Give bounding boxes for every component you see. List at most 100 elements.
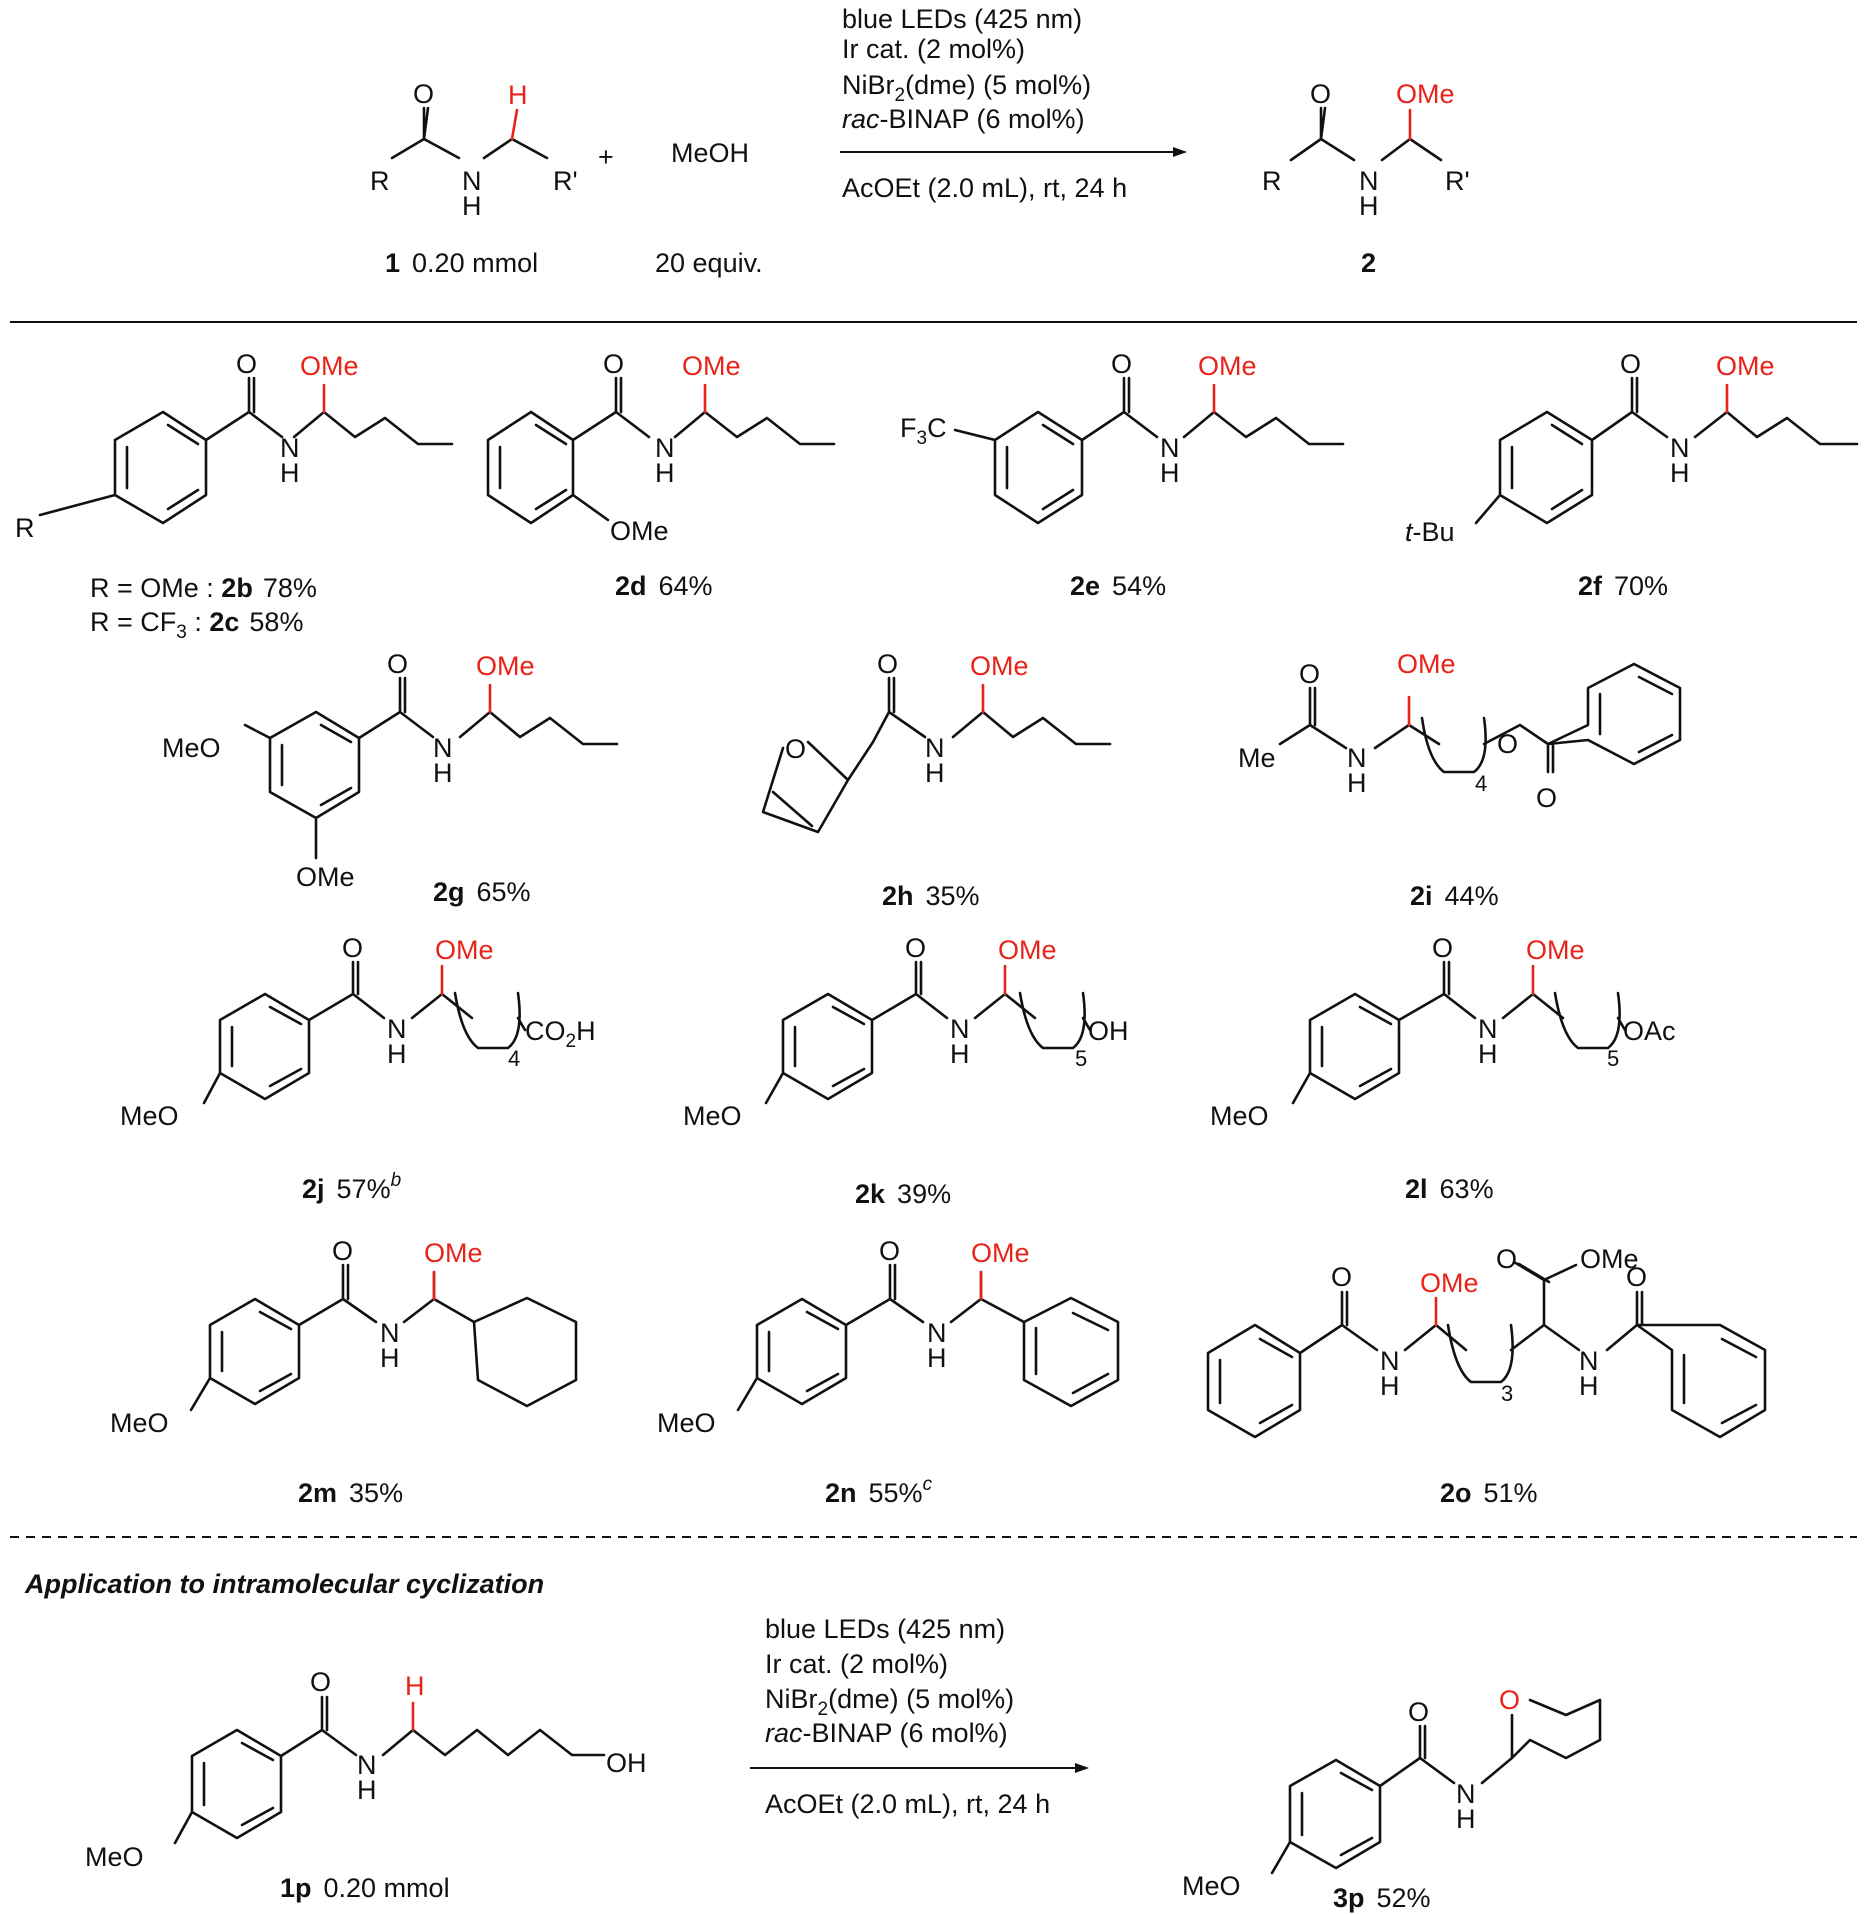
ester-methoxy: OMe <box>1580 1244 1639 1274</box>
para-methoxy: MeO <box>1182 1871 1241 1901</box>
atom-n: N <box>280 433 300 463</box>
atom-o: O <box>905 933 926 963</box>
atom-o: O <box>387 649 408 679</box>
atom-n: N <box>925 733 945 763</box>
condition-light: blue LEDs (425 nm) <box>842 4 1082 34</box>
compound-2b-2c: O OMe N H R <box>15 349 454 543</box>
atom-r-prime: R' <box>553 166 578 196</box>
para-methoxy: MeO <box>120 1101 179 1131</box>
methoxy-group: OMe <box>998 935 1057 965</box>
compound-2n: O OMe N H MeO <box>657 1236 1120 1438</box>
plus-sign: + <box>598 142 614 172</box>
atom-o: O <box>879 1236 900 1266</box>
atom-h: H <box>927 1343 947 1373</box>
methoxy-group: OMe <box>1420 1268 1479 1298</box>
para-methoxy: MeO <box>657 1408 716 1438</box>
atom-o: O <box>1408 1697 1429 1727</box>
methoxy-group: OMe <box>300 351 359 381</box>
atom-h: H <box>1478 1039 1498 1069</box>
para-methoxy: MeO <box>1210 1101 1269 1131</box>
atom-h: H <box>387 1039 407 1069</box>
condition-solvent: AcOEt (2.0 mL), rt, 24 h <box>765 1789 1050 1819</box>
atom-n: N <box>433 733 453 763</box>
methoxy-group: OMe <box>1526 935 1585 965</box>
ester-carbonyl-oxygen: O <box>1496 1244 1517 1274</box>
highlighted-h: H <box>508 80 528 110</box>
atom-r: R <box>1262 166 1282 196</box>
compound-2e: O OMe N H F3C <box>900 349 1345 525</box>
atom-o: O <box>1310 79 1331 109</box>
methoxy-group: OMe <box>476 651 535 681</box>
para-methoxy: MeO <box>110 1408 169 1438</box>
atom-n: N <box>380 1318 400 1348</box>
second-amide-n: N <box>1579 1346 1599 1376</box>
compound-2j: O OMe N H 4 CO2H MeO <box>120 933 596 1131</box>
atom-o: O <box>1620 349 1641 379</box>
atom-o: O <box>603 349 624 379</box>
substrate-1-structure: O R N H H R' <box>370 79 578 221</box>
compound-2h: O O OMe N H <box>761 649 1112 834</box>
atom-n: N <box>1347 743 1367 773</box>
condition-nickel: NiBr2(dme) (5 mol%) <box>842 70 1091 106</box>
compound-2d: O OMe N H OMe <box>486 349 836 546</box>
terminal-hydroxyl: OH <box>606 1748 647 1778</box>
atom-r: R <box>370 166 390 196</box>
atom-n: N <box>950 1014 970 1044</box>
atom-n: N <box>1478 1014 1498 1044</box>
second-amide-oxygen: O <box>1626 1262 1647 1292</box>
atom-h: H <box>357 1775 377 1805</box>
methanol-reagent: MeOH <box>671 138 749 168</box>
atom-o: O <box>236 349 257 379</box>
atom-o: O <box>1432 933 1453 963</box>
compound-2m: O OMe N H MeO <box>110 1236 578 1438</box>
condition-catalyst: Ir cat. (2 mol%) <box>765 1649 948 1679</box>
atom-h: H <box>462 191 482 221</box>
atom-o: O <box>1331 1262 1352 1292</box>
methoxy-group: OMe <box>971 1238 1030 1268</box>
condition-catalyst: Ir cat. (2 mol%) <box>842 34 1025 64</box>
condition-solvent: AcOEt (2.0 mL), rt, 24 h <box>842 173 1127 203</box>
ester-oxygen: O <box>1497 729 1518 759</box>
ortho-methoxy: OMe <box>610 516 669 546</box>
meta-methoxy-top: MeO <box>162 733 221 763</box>
methoxy-group: OMe <box>424 1238 483 1268</box>
atom-h: H <box>1160 458 1180 488</box>
compound-2f: O OMe N H t-Bu <box>1405 349 1859 547</box>
atom-n: N <box>1380 1346 1400 1376</box>
trifluoromethyl-group: F3C <box>900 413 947 449</box>
condition-nickel: NiBr2(dme) (5 mol%) <box>765 1684 1014 1720</box>
product-2-structure: O R N H OMe R' <box>1262 79 1470 221</box>
atom-n: N <box>387 1014 407 1044</box>
cyclization-heading: Application to intramolecular cyclizatio… <box>24 1569 544 1599</box>
atom-h: H <box>433 758 453 788</box>
hydroxyl-group: OH <box>1088 1016 1129 1046</box>
atom-n: N <box>927 1318 947 1348</box>
atom-n: N <box>655 433 675 463</box>
atom-h: H <box>1670 458 1690 488</box>
para-methoxy: MeO <box>683 1101 742 1131</box>
compound-2i: O OMe Me N H 4 O O <box>1238 649 1682 813</box>
carbonyl-oxygen: O <box>1536 783 1557 813</box>
atom-n: N <box>1456 1779 1476 1809</box>
atom-h: H <box>280 458 300 488</box>
atom-n: N <box>357 1750 377 1780</box>
acetoxy-group: OAc <box>1623 1016 1676 1046</box>
repeat-count: 5 <box>1607 1046 1619 1071</box>
atom-h: H <box>1456 1804 1476 1834</box>
repeat-count: 3 <box>1501 1381 1513 1406</box>
atom-o: O <box>1299 659 1320 689</box>
atom-n: N <box>462 166 482 196</box>
condition-ligand: rac-BINAP (6 mol%) <box>842 104 1085 134</box>
atom-o: O <box>332 1236 353 1266</box>
repeat-count: 4 <box>508 1046 520 1071</box>
repeat-count: 5 <box>1075 1046 1087 1071</box>
